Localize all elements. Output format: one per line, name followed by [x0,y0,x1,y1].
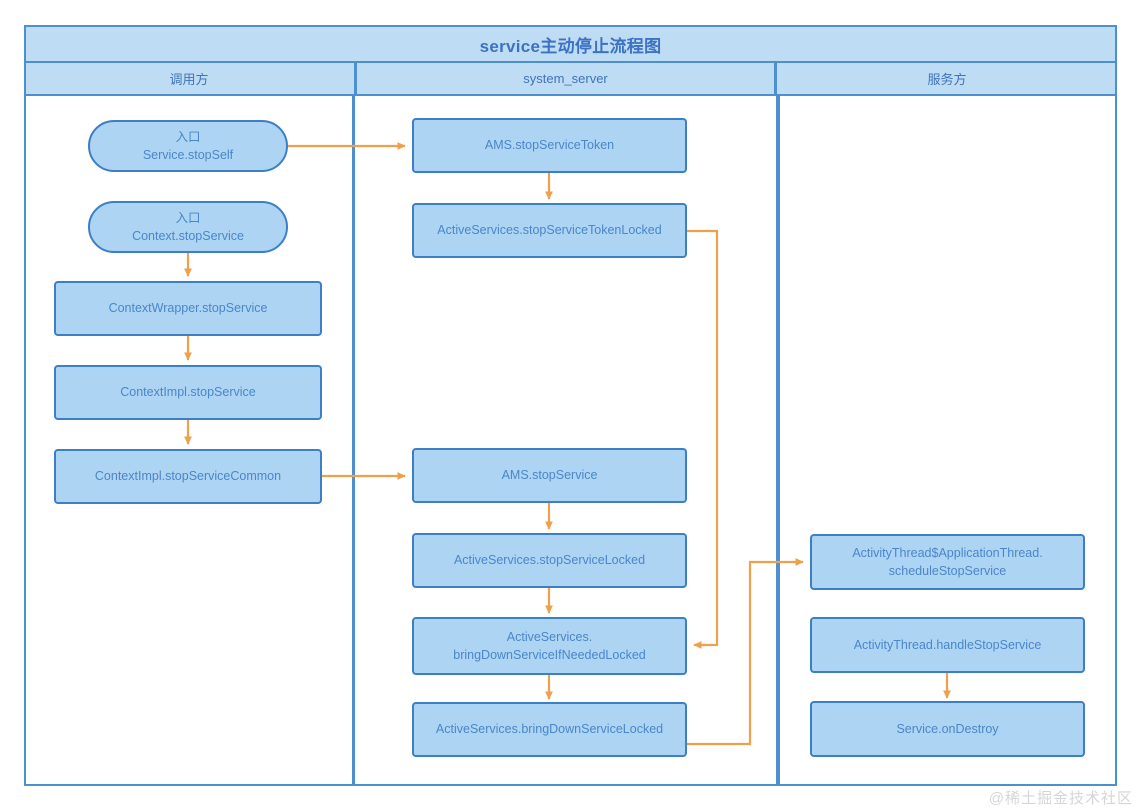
node-activeservices-bringdownservicelocked[interactable]: ActiveServices.bringDownServiceLocked [412,702,687,757]
node-line-1: 入口 [175,210,201,225]
node-line-1: ActiveServices. [506,629,593,644]
node-service-stopself[interactable]: 入口 Service.stopSelf [88,120,288,172]
watermark: @稀土掘金技术社区 [988,790,1133,807]
node-label: AMS.stopService [501,468,598,483]
node-line-2: bringDownServiceIfNeededLocked [453,648,646,662]
lane-header-service-side: 服务方 [927,72,967,87]
node-label: ActiveServices.stopServiceTokenLocked [437,223,662,238]
node-line-2: Context.stopService [132,229,244,243]
node-contextimpl-stopservice[interactable]: ContextImpl.stopService [54,365,322,420]
node-label: ActiveServices.bringDownServiceLocked [435,722,664,737]
node-context-stopservice[interactable]: 入口 Context.stopService [88,201,288,253]
node-label: ContextImpl.stopServiceCommon [94,469,282,484]
lane-header-caller: 调用方 [169,72,209,87]
node-ams-stopservicetoken[interactable]: AMS.stopServiceToken [412,118,687,173]
node-label: Service.onDestroy [896,721,999,736]
node-service-ondestroy[interactable]: Service.onDestroy [810,701,1085,757]
lane-divider-system-service [776,96,780,786]
node-contextwrapper-stopservice[interactable]: ContextWrapper.stopService [54,281,322,336]
node-line-1: ActivityThread$ApplicationThread. [852,545,1043,560]
lane-header-band: 调用方 system_server 服务方 [24,63,1117,96]
node-label: AMS.stopServiceToken [484,138,615,153]
node-activitythread-handlestopservice[interactable]: ActivityThread.handleStopService [810,617,1085,673]
node-line-2: Service.stopSelf [142,148,234,162]
node-label: ActiveServices.stopServiceLocked [453,553,646,568]
node-activeservices-stopservicetokenlocked[interactable]: ActiveServices.stopServiceTokenLocked [412,203,687,258]
node-activeservices-stopservicelocked[interactable]: ActiveServices.stopServiceLocked [412,533,687,588]
node-line-1: 入口 [175,129,201,144]
lane-header-system-server: system_server [354,63,777,94]
lane-divider-caller-system [352,96,355,786]
page-title: service主动停止流程图 [479,36,662,56]
node-ams-stopservice[interactable]: AMS.stopService [412,448,687,503]
node-label: ContextImpl.stopService [120,385,256,400]
node-line-2: scheduleStopService [888,564,1007,578]
diagram-title-band: service主动停止流程图 [24,25,1117,63]
node-activeservices-bringdownserviceifneededlocked[interactable]: ActiveServices. bringDownServiceIfNeeded… [412,617,687,675]
node-activitythread-schedulestopservice[interactable]: ActivityThread$ApplicationThread. schedu… [810,534,1085,590]
node-label: ActivityThread.handleStopService [853,637,1042,652]
node-label: ContextWrapper.stopService [108,301,268,316]
node-contextimpl-stopservicecommon[interactable]: ContextImpl.stopServiceCommon [54,449,322,504]
